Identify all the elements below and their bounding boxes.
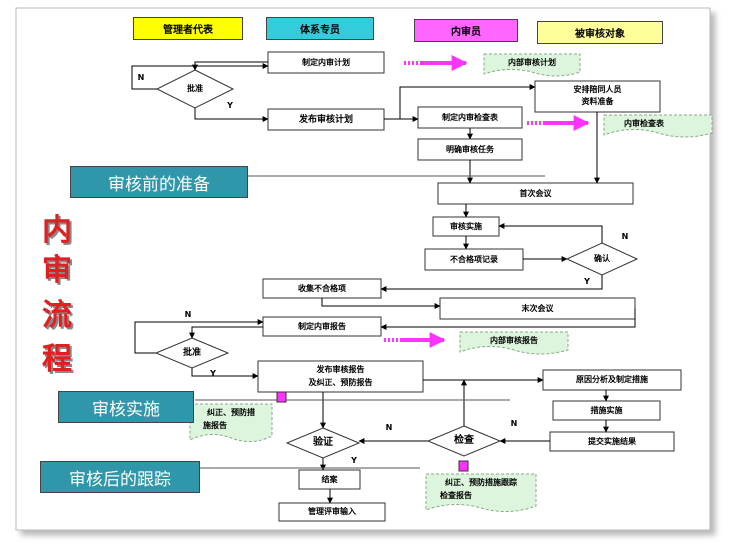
node-mgmt-input: 管理评审输入 (308, 507, 356, 516)
doc-plan: 内部审核计划 (508, 58, 556, 67)
node-last-meeting: 末次会议 (521, 303, 554, 313)
doc-plan-shape (483, 53, 581, 77)
vertical-title-char-1: 内 (42, 213, 72, 248)
node-first-meeting-box (437, 182, 634, 205)
stage-prep: 审核前的准备 (70, 166, 248, 198)
node-audit: 审核实施 (450, 221, 482, 231)
role-coordinator: 体系专员 (266, 17, 374, 40)
node-publish-report-box (257, 360, 424, 393)
role-auditor: 内审员 (414, 19, 518, 42)
output-marker-corrective (276, 391, 287, 403)
decision-check-shape (426, 425, 502, 457)
node-clarify: 明确审核任务 (446, 144, 494, 154)
doc-report: 内部审核报告 (490, 336, 538, 345)
node-make-report: 制定内审报告 (298, 321, 346, 331)
edge-report-approve2 (189, 326, 263, 339)
node-approve1: 批准 (187, 84, 203, 93)
edge-plan-approve1 (192, 61, 268, 71)
vertical-title-char-2: 审 (42, 253, 72, 288)
vertical-title-char-3: 流 (42, 298, 72, 333)
node-submit: 提交实施结果 (588, 436, 636, 446)
node-approve2: 批准 (182, 348, 201, 358)
vertical-title-char-4: 程 (42, 342, 72, 377)
edge-collect-last (321, 298, 441, 309)
flag-approve1-no: N (137, 73, 145, 82)
doc-corrective-shape (189, 403, 273, 442)
role-mgmt-rep: 管理者代表 (133, 17, 243, 40)
doc-checklist-shape (603, 114, 713, 138)
node-checklist: 制定内审检查表 (442, 112, 498, 122)
edge-confirm-yes (380, 275, 603, 292)
doc-report-shape (459, 331, 569, 355)
node-publish-report-line2: 及纠正、预防报告 (308, 378, 373, 387)
doc-tracking-shape (425, 473, 537, 512)
flag-approve2-yes: Y (210, 369, 216, 378)
doc-checklist: 内审检查表 (624, 119, 664, 128)
doc-corrective-line1: 纠正、预防措 (207, 408, 255, 417)
doc-tracking-line2: 检查报告 (440, 491, 472, 500)
edge-approve1-yes (194, 108, 269, 122)
node-first-meeting: 首次会议 (519, 188, 552, 198)
node-arrange-line1: 安排陪同人员 (573, 85, 622, 94)
role-auditee: 被审核对象 (537, 21, 663, 44)
flag-confirm-yes: Y (584, 277, 590, 286)
edge-publish-arrange (399, 84, 536, 119)
output-marker-tracking (458, 460, 469, 472)
edge-confirm-no (498, 223, 603, 243)
node-plan: 制定内审计划 (302, 57, 350, 67)
stage-follow: 审核后的跟踪 (40, 461, 200, 493)
doc-tracking-line1: 纠正、预防措施跟踪 (445, 478, 517, 487)
flag-approve2-no: N (184, 310, 192, 319)
node-publish-report-line1: 发布审核报告 (316, 365, 365, 374)
stage-impl: 审核实施 (58, 391, 194, 423)
node-arrange-line2: 资料准备 (581, 97, 614, 106)
node-cause: 原因分析及制定措施 (576, 375, 648, 384)
edge-approve1-no (131, 63, 269, 90)
edge-last-report (380, 308, 636, 330)
node-implement: 措施实施 (590, 405, 623, 415)
edge-approve2-no (134, 319, 264, 354)
node-collect-nc: 收集不合格项 (298, 283, 346, 293)
node-close: 结案 (321, 474, 338, 484)
edge-approve2-yes (191, 368, 259, 379)
node-arrange-box (534, 80, 661, 113)
node-verify: 验证 (313, 437, 333, 448)
flag-approve1-yes: Y (227, 101, 233, 110)
flag-confirm-no: N (621, 232, 629, 241)
node-publish-plan: 发布审核计划 (298, 114, 353, 125)
doc-corrective-line2: 施报告 (203, 421, 227, 430)
flag-verify-yes: Y (351, 456, 357, 465)
flag-verify-no: N (385, 423, 393, 432)
flag-check-no: N (510, 419, 518, 428)
node-nc-record: 不合格项记录 (450, 254, 498, 264)
node-confirm: 确认 (594, 254, 610, 263)
node-check: 检查 (454, 435, 474, 446)
